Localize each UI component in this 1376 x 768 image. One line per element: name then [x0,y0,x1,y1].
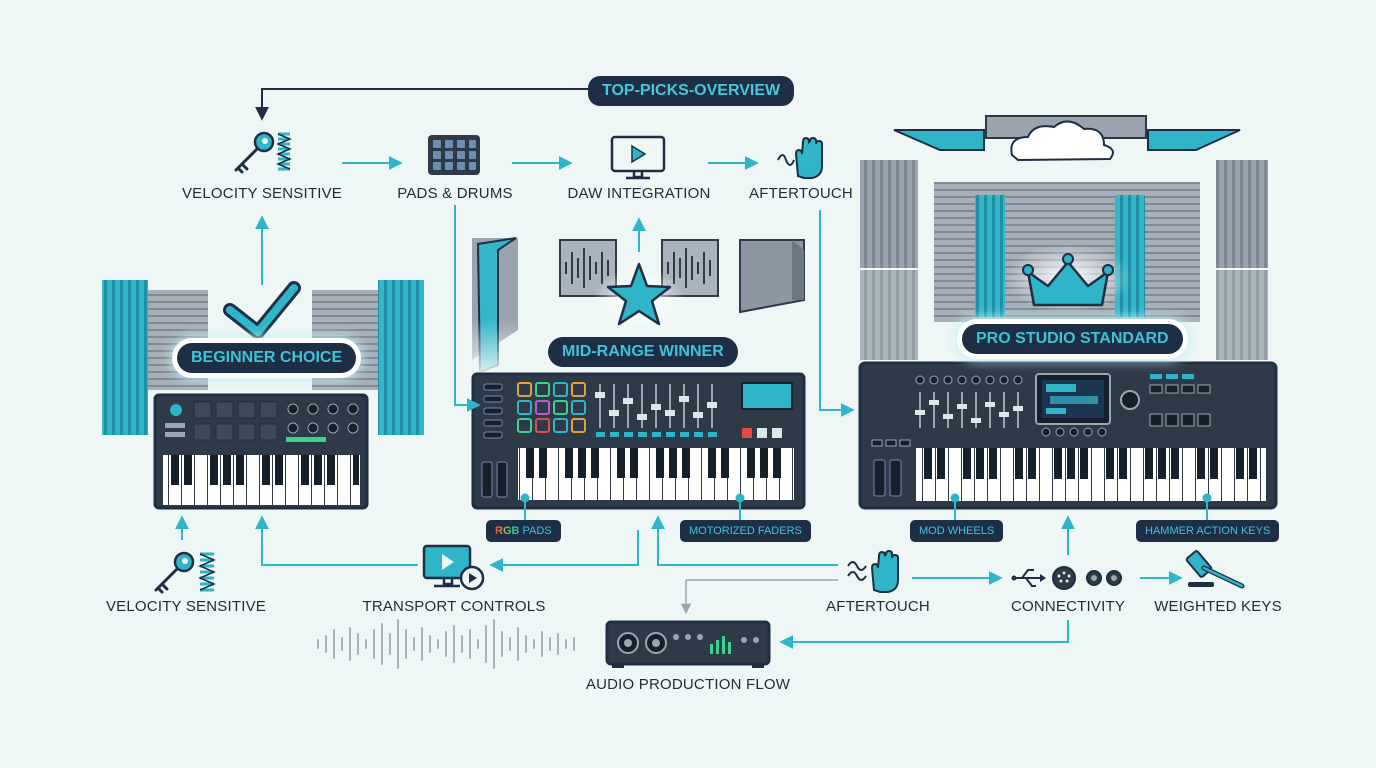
tier-badge-pro[interactable]: PRO STUDIO STANDARD [962,324,1183,354]
key-spring-icon-bottom [154,551,216,594]
pads-text: PADS [519,525,552,537]
key-spring-icon-top [234,131,292,174]
feature-label-transport-controls: TRANSPORT CONTROLS [362,598,546,615]
beginner-booth [102,280,424,435]
tag-rgb-pads: RGB PADS [486,520,561,542]
feature-label-velocity-top: VELOCITY SENSITIVE [181,185,343,202]
arrow-transport-beginner [255,515,418,566]
feature-label-weighted-keys: WEIGHTED KEYS [1154,598,1282,615]
usb-midi-icon [1011,566,1122,590]
monitor-play-icon [610,135,666,180]
tag-hammer-action-keys: HAMMER ACTION KEYS [1136,520,1280,542]
pro-booth [860,115,1268,360]
overview-connector [255,88,588,121]
feature-label-velocity-bottom: VELOCITY SENSITIVE [105,598,267,615]
drum-pads-icon [428,135,480,175]
midrange-booth [472,237,805,380]
feature-label-aftertouch-top: AFTERTOUCH [749,185,853,202]
arrow-pads-mid [454,205,481,412]
feature-label-connectivity: CONNECTIVITY [1010,598,1126,615]
hand-wave-icon-top [777,136,823,179]
arrow-conn-interface [779,620,1069,649]
midrange-keyboard [471,372,806,510]
hand-wave-icon-bottom [847,549,899,593]
rgb-text: RGB [495,525,520,537]
audio-production-flow-label: AUDIO PRODUCTION FLOW [585,676,791,693]
feature-label-pads-drums: PADS & DRUMS [397,185,513,202]
feature-label-aftertouch-bottom: AFTERTOUCH [826,598,930,615]
arrow-after-mid [651,515,838,566]
beginner-keyboard [153,393,369,510]
arrow-mid-transport [489,530,639,572]
tier-badge-midrange[interactable]: MID-RANGE WINNER [548,337,738,367]
hammer-icon [1185,550,1245,589]
tag-motorized-faders: MOTORIZED FADERS [680,520,811,542]
waveform-graphic [317,619,575,669]
arrow-after-pro [819,210,855,417]
pro-keyboard [858,361,1278,510]
top-picks-overview-badge[interactable]: TOP-PICKS-OVERVIEW [588,76,795,106]
transport-play-icon [422,544,485,591]
tier-badge-beginner[interactable]: BEGINNER CHOICE [177,343,357,373]
audio-interface [605,620,771,668]
arrow-grey-interface [680,579,838,615]
feature-label-daw-integration: DAW INTEGRATION [567,185,711,202]
tag-mod-wheels: MOD WHEELS [910,520,1004,542]
